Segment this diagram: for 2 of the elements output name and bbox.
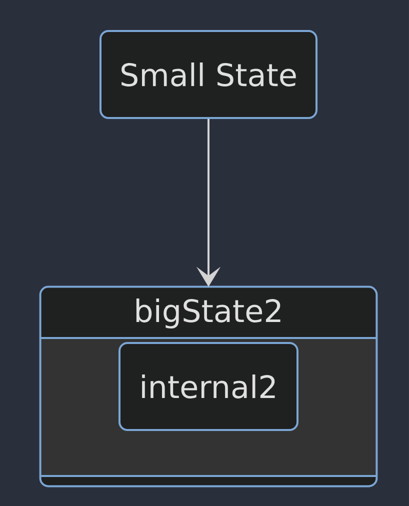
state-box: internal2 [118, 342, 298, 431]
state-box: Small State [100, 30, 318, 119]
